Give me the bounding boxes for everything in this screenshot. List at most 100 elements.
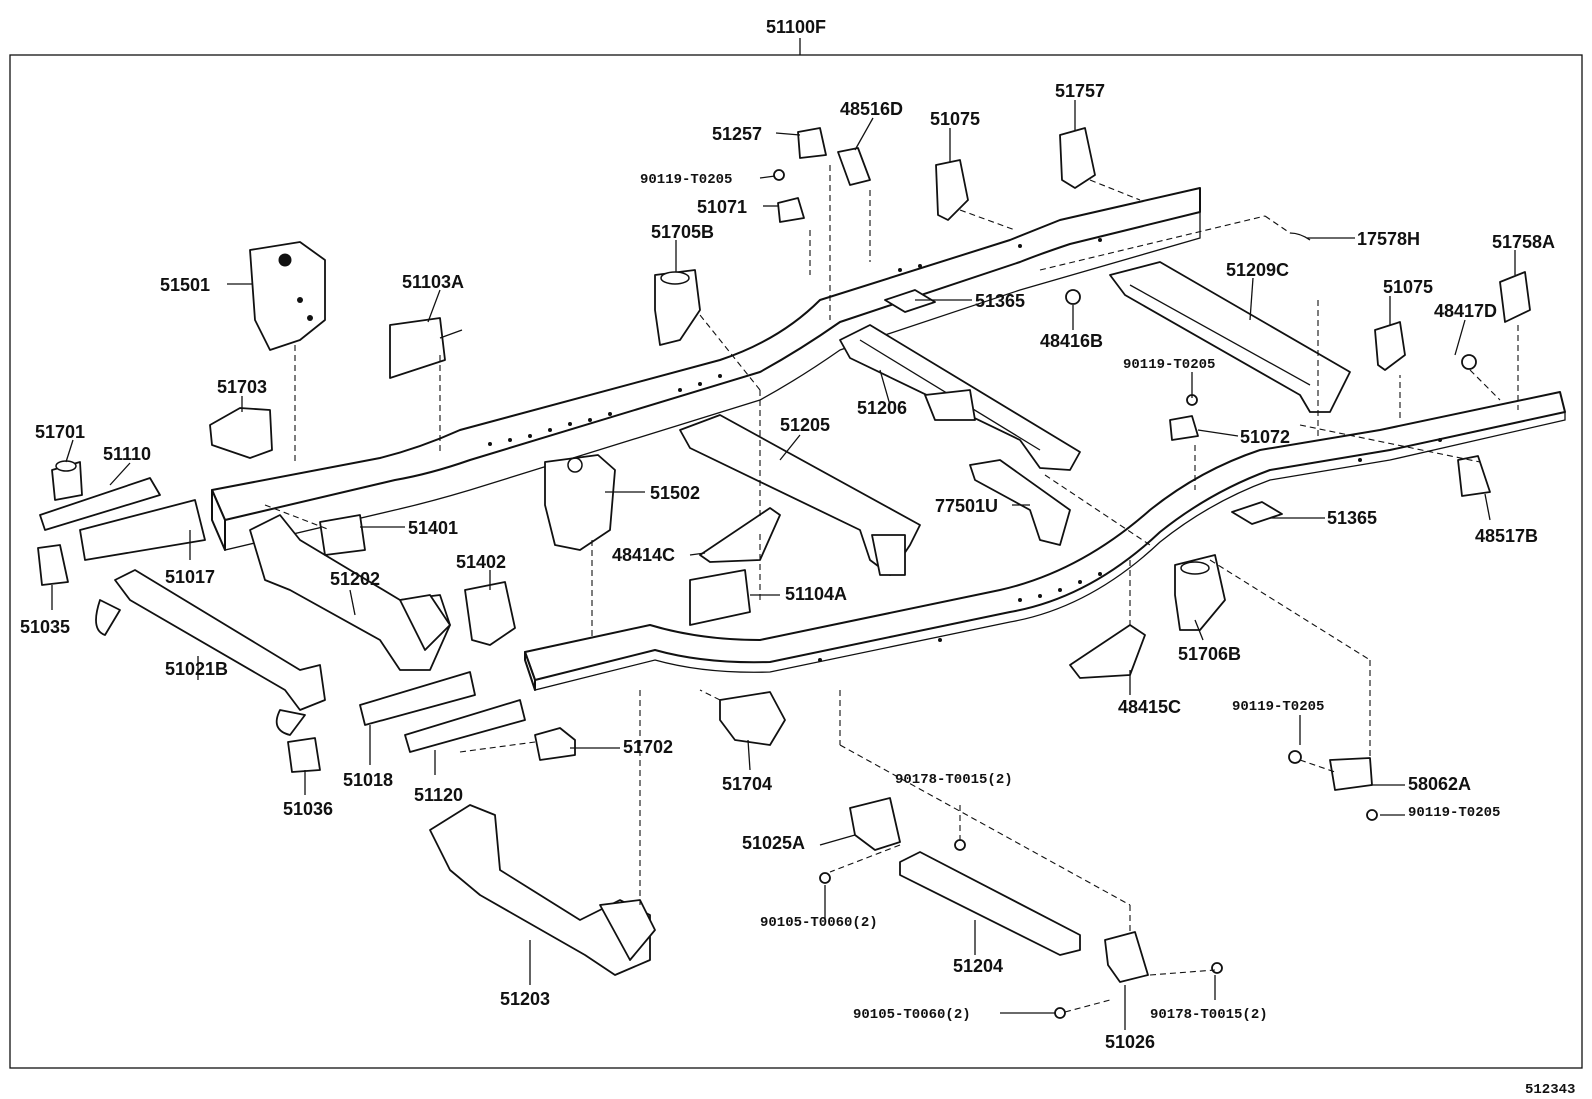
bracket-51702 [534, 727, 576, 761]
part-labels: 51100F 51257 48516D 51075 51757 90119-T0… [20, 17, 1575, 1098]
left-rail-holes [488, 238, 1102, 446]
label-51025A: 51025A [742, 833, 805, 853]
bracket-51026 [1104, 931, 1149, 983]
label-51072: 51072 [1240, 427, 1290, 447]
bracket-51706b [1174, 554, 1226, 631]
label-48517B: 48517B [1475, 526, 1538, 546]
label-51706B: 51706B [1178, 644, 1241, 664]
label-51704: 51704 [722, 774, 772, 794]
left-frame-rail [211, 187, 1201, 551]
label-51702: 51702 [623, 737, 673, 757]
assembly-lines [264, 165, 1519, 1013]
bracket-48516d [837, 147, 871, 186]
reinforcement-51110 [39, 477, 161, 531]
label-90105-upper: 90105-T0060(2) [760, 915, 878, 931]
reinforcement-51017 [79, 499, 206, 561]
label-48416B: 48416B [1040, 331, 1103, 351]
bracket-51705b [654, 269, 701, 346]
bracket-51075-upper [935, 159, 969, 221]
label-51202: 51202 [330, 569, 380, 589]
crossmember-51209c [1109, 261, 1351, 413]
label-48415C: 48415C [1118, 697, 1181, 717]
assembly-border [9, 38, 1583, 1069]
label-90119-right: 90119-T0205 [1232, 699, 1324, 715]
label-51257: 51257 [712, 124, 762, 144]
label-51120: 51120 [414, 785, 463, 805]
bracket-51501 [249, 241, 326, 351]
footer-id: 512343 [1525, 1082, 1575, 1098]
label-48417D: 48417D [1434, 301, 1497, 321]
label-51071: 51071 [697, 197, 747, 217]
label-51703: 51703 [217, 377, 267, 397]
bracket-58062a [1329, 757, 1373, 791]
label-51757: 51757 [1055, 81, 1105, 101]
label-51401: 51401 [408, 518, 458, 538]
label-51035: 51035 [20, 617, 70, 637]
bracket-51365-lower [1231, 501, 1283, 525]
right-frame-rail [524, 391, 1566, 691]
gusset-48414c [699, 507, 781, 563]
bracket-51502 [544, 454, 616, 551]
label-51075-upper: 51075 [930, 109, 980, 129]
bracket-51104a [689, 569, 751, 626]
reinforcement-51018 [359, 671, 476, 726]
label-51110: 51110 [103, 444, 151, 464]
fasteners [773, 169, 1477, 1019]
label-51026: 51026 [1105, 1032, 1155, 1052]
label-51075-lower: 51075 [1383, 277, 1433, 297]
crossmember-51204 [899, 851, 1081, 956]
reinforcement-51120 [404, 699, 526, 753]
bracket-51103a [389, 317, 463, 379]
bracket-51701 [51, 460, 83, 501]
label-51104A: 51104A [785, 584, 847, 604]
label-90119-mid: 90119-T0205 [1123, 357, 1215, 373]
label-51502: 51502 [650, 483, 700, 503]
bracket-51704 [719, 691, 786, 746]
gusset-48415c [1069, 624, 1146, 679]
label-51705B: 51705B [651, 222, 714, 242]
plate-51035 [37, 544, 69, 586]
bracket-51075-lower [1374, 321, 1406, 371]
label-51758A: 51758A [1492, 232, 1555, 252]
label-51203: 51203 [500, 989, 550, 1009]
crossmember-51206 [839, 324, 1081, 471]
bracket-51257 [797, 127, 827, 159]
bracket-48517b [1457, 455, 1491, 497]
label-51205: 51205 [780, 415, 830, 435]
right-rail-holes [818, 438, 1442, 662]
crossmember-51203 [429, 804, 656, 976]
label-51206: 51206 [857, 398, 907, 418]
label-90105-lower: 90105-T0060(2) [853, 1007, 971, 1023]
bracket-51402 [464, 581, 516, 646]
label-90119-lower: 90119-T0205 [1408, 805, 1500, 821]
label-51701: 51701 [35, 422, 85, 442]
label-77501U: 77501U [935, 496, 998, 516]
label-48516D: 48516D [840, 99, 903, 119]
bracket-51025a [849, 797, 901, 851]
label-51021B: 51021B [165, 659, 228, 679]
bracket-51757 [1059, 127, 1096, 189]
label-51103A: 51103A [402, 272, 464, 292]
label-51017: 51017 [165, 567, 215, 587]
label-90178-upper: 90178-T0015(2) [895, 772, 1013, 788]
label-51018: 51018 [343, 770, 393, 790]
bracket-51758a [1499, 271, 1531, 323]
label-51209C: 51209C [1226, 260, 1289, 280]
label-90178-lower: 90178-T0015(2) [1150, 1007, 1268, 1023]
bracket-51401 [319, 514, 366, 556]
crossmember-51021b [95, 569, 326, 736]
bracket-51703 [209, 407, 273, 459]
label-17578H: 17578H [1357, 229, 1420, 249]
leader-lines [51, 100, 1516, 1030]
label-51402: 51402 [456, 552, 506, 572]
bracket-51071 [777, 197, 805, 223]
bracket-51365-upper [884, 289, 936, 313]
label-51204: 51204 [953, 956, 1003, 976]
assembly-title: 51100F [766, 17, 826, 37]
label-51365-lower: 51365 [1327, 508, 1377, 528]
bracket-51072 [1169, 415, 1199, 441]
label-51501: 51501 [160, 275, 210, 295]
label-51036: 51036 [283, 799, 333, 819]
label-58062A: 58062A [1408, 774, 1471, 794]
